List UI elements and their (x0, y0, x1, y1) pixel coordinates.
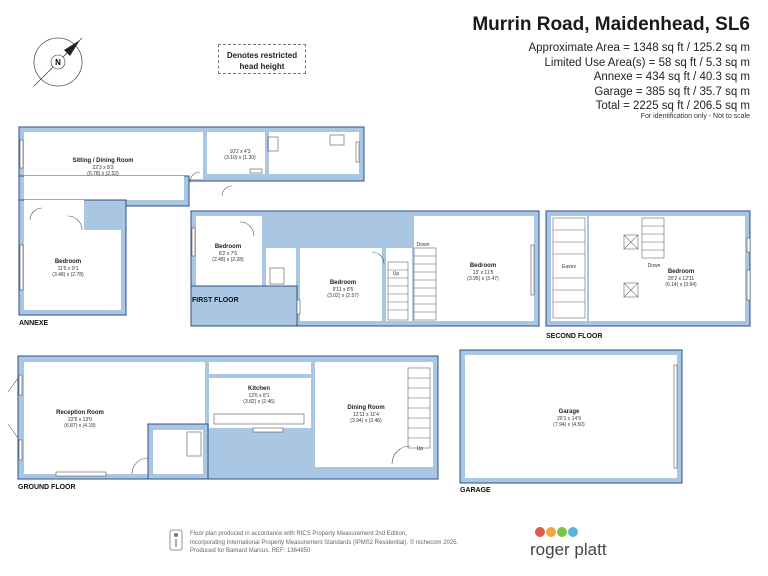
ff-bedroom2-name: Bedroom (330, 280, 356, 286)
annexe-bedroom-name: Bedroom (55, 259, 81, 265)
property-title: Murrin Road, Maidenhead, SL6 (472, 14, 750, 35)
ff-stair-up: Up (393, 271, 400, 277)
legend-line-2: head height (239, 62, 285, 71)
ff-bedroom1-imperial: 8'2 x 7'6 (219, 251, 238, 257)
area-limited-use: Limited Use Area(s) = 58 sq ft / 5.3 sq … (544, 56, 751, 69)
garage-floor-label: GARAGE (460, 487, 491, 494)
area-approximate: Approximate Area = 1348 sq ft / 125.2 sq… (528, 42, 750, 54)
kitchen-metric: (3.82) x (2.46) (243, 399, 275, 405)
annexe-small-metric: (3.10) x (1.30) (224, 155, 256, 161)
kitchen-name: Kitchen (248, 386, 270, 392)
area-garage: Garage = 385 sq ft / 35.7 sq m (594, 85, 750, 98)
dining-room-metric: (3.94) x (3.46) (350, 418, 382, 424)
garage-name: Garage (559, 409, 580, 415)
brand-dot-red (535, 527, 545, 537)
ff-bedroom3-metric: (3.95) x (3.47) (467, 276, 499, 282)
footer-line-1: Floor plan produced in accordance with R… (190, 531, 407, 537)
legend-line-1: Denotes restricted (226, 51, 298, 60)
annexe-bedroom-metric: (3.48) x (2.78) (52, 272, 84, 278)
annexe-floor-label: ANNEXE (19, 320, 49, 327)
first-floor-plan (190, 210, 540, 327)
ff-stair-down: Down (417, 242, 430, 248)
footer-line-3: Produced for Bamard Marcus. REF: 1364850 (190, 548, 311, 554)
compass-letter: N (55, 58, 61, 67)
brand-dot-orange (546, 527, 556, 537)
ff-bedroom3-imperial: 13' x 11'5 (473, 270, 494, 276)
reception-room-name: Reception Room (56, 410, 104, 416)
footer-text: Floor plan produced in accordance with R… (190, 530, 458, 556)
second-floor-plan (545, 210, 751, 327)
kitchen-imperial: 12'6 x 8'1 (248, 393, 269, 399)
ground-floor-label: GROUND FLOOR (18, 484, 76, 491)
area-annexe: Annexe = 434 sq ft / 40.3 sq m (593, 71, 750, 84)
brand-name: roger platt (530, 540, 607, 559)
ff-bedroom2-imperial: 9'11 x 8'5 (333, 287, 354, 293)
sf-bedroom-name: Bedroom (668, 269, 694, 275)
ff-bedroom2-metric: (3.02) x (2.57) (327, 293, 359, 299)
footer-line-2: Incorporating International Property Mea… (190, 539, 459, 546)
annexe-bedroom-imperial: 11'5 x 9'1 (58, 266, 79, 272)
identification-note: For identification only - Not to scale (640, 113, 750, 120)
area-total: Total = 2225 sq ft / 206.5 sq m (595, 100, 750, 113)
garage-imperial: 26'1 x 14'9 (557, 416, 581, 422)
sf-bedroom-metric: (6.14) x (3.94) (665, 282, 697, 288)
sitting-room-imperial: 22'3 x 8'3 (92, 165, 113, 171)
sf-stair-down: Down (648, 263, 661, 269)
first-floor-label: FIRST FLOOR (192, 297, 239, 304)
sf-bedroom-imperial: 20'2 x 12'11 (668, 276, 695, 282)
gf-stair-up: Up (417, 446, 424, 452)
sitting-room-metric: (6.78) x (2.52) (87, 171, 119, 177)
ff-bedroom1-metric: (2.48) x (2.28) (212, 257, 244, 263)
compass-icon: N (33, 37, 83, 87)
area-summary: Approximate Area = 1348 sq ft / 125.2 sq… (528, 41, 750, 114)
dining-room-imperial: 12'11 x 11'4 (353, 412, 379, 418)
annexe-plan (18, 126, 365, 316)
dining-room-name: Dining Room (347, 405, 384, 411)
reception-room-imperial: 22'6 x 13'9 (68, 417, 92, 423)
rics-logo-icon (169, 529, 183, 551)
garage-plan (459, 349, 683, 484)
second-floor-label: SECOND FLOOR (546, 333, 602, 340)
reception-room-metric: (6.87) x (4.18) (64, 423, 96, 429)
ground-floor-plan (7, 355, 439, 480)
brand-dot-green (557, 527, 567, 537)
ff-bedroom3-name: Bedroom (470, 263, 496, 269)
sitting-room-name: Sitting / Dining Room (73, 158, 134, 164)
garage-metric: (7.94) x (4.50) (553, 422, 585, 428)
annexe-small-imperial: 10'2 x 4'3 (229, 149, 250, 155)
eaves-label: Eaves (562, 264, 576, 270)
restricted-height-legend: Denotes restricted head height (218, 44, 306, 74)
ff-bedroom1-name: Bedroom (215, 244, 241, 250)
brand-dot-blue (568, 527, 578, 537)
brand-dots-icon (535, 524, 579, 542)
